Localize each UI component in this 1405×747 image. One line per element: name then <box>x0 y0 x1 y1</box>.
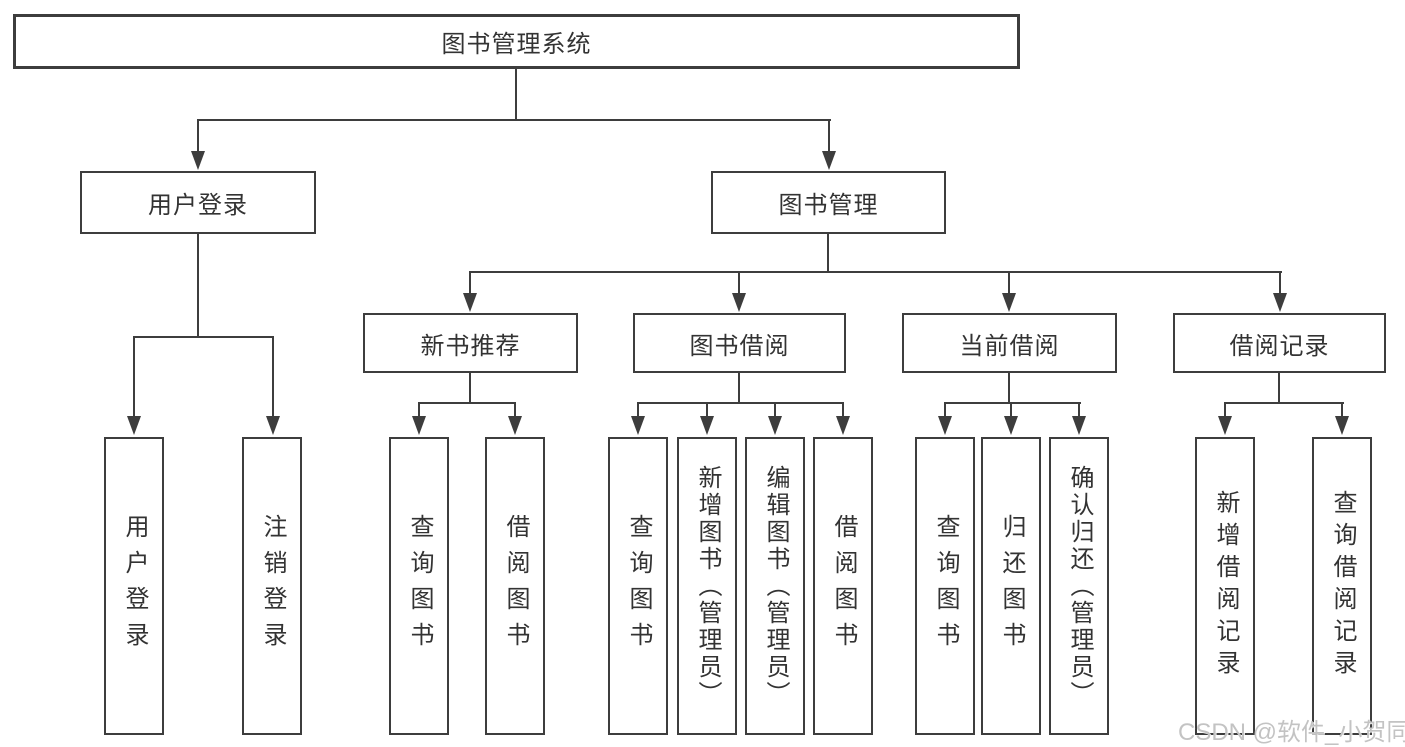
node-label: 编辑图书（管理员） <box>762 464 789 708</box>
connector-line <box>738 373 740 404</box>
arrow-down-icon <box>1273 293 1287 312</box>
node-label: 图书借阅 <box>689 332 790 360</box>
connector-line <box>469 271 1282 273</box>
connector-line <box>706 402 708 418</box>
node-label: 图书管理 <box>778 192 879 219</box>
connector-line <box>514 402 516 418</box>
connector-line <box>418 402 420 418</box>
connector-line <box>133 336 135 418</box>
node-label: 用户登录 <box>121 514 148 658</box>
arrow-down-icon <box>412 416 426 435</box>
node-label: 当前借阅 <box>959 332 1060 360</box>
node-label: 查询图书 <box>406 514 433 658</box>
arrow-down-icon <box>1218 416 1232 435</box>
connector-line <box>1341 402 1343 418</box>
arrow-down-icon <box>631 416 645 435</box>
connector-line <box>944 402 946 418</box>
connector-line <box>418 402 516 404</box>
node-leaf-query-books-current: 查询图书 <box>915 437 975 735</box>
node-leaf-add-book-admin: 新增图书（管理员） <box>677 437 737 735</box>
arrow-down-icon <box>508 416 522 435</box>
node-leaf-logout: 注销登录 <box>242 437 302 735</box>
node-leaf-query-books-recommend: 查询图书 <box>389 437 449 735</box>
connector-line <box>827 234 829 273</box>
csdn-watermark: CSDN @软件_小贺同学 <box>1178 719 1405 746</box>
node-label: 借阅图书 <box>502 514 529 658</box>
node-new-book-recommend: 新书推荐 <box>363 313 578 373</box>
node-leaf-user-login: 用户登录 <box>104 437 164 735</box>
node-label: 用户登录 <box>148 192 248 219</box>
connector-line <box>272 336 274 418</box>
node-leaf-borrow-books-borrowing: 借阅图书 <box>813 437 873 735</box>
arrow-down-icon <box>463 293 477 312</box>
connector-line <box>1008 373 1010 404</box>
arrow-down-icon <box>732 293 746 312</box>
node-label: 查询图书 <box>625 514 652 658</box>
node-root-label: 图书管理系统 <box>441 31 592 58</box>
node-current-borrowing: 当前借阅 <box>902 313 1117 373</box>
connector-line <box>738 271 740 295</box>
node-book-borrowing: 图书借阅 <box>633 313 846 373</box>
arrow-down-icon <box>266 416 280 435</box>
connector-line <box>469 271 471 295</box>
node-leaf-query-books-borrowing: 查询图书 <box>608 437 668 735</box>
connector-line <box>197 234 199 338</box>
node-label: 新书推荐 <box>420 332 521 360</box>
node-leaf-query-borrow-record: 查询借阅记录 <box>1312 437 1372 735</box>
node-label: 查询借阅记录 <box>1329 490 1356 682</box>
connector-line <box>197 119 199 153</box>
node-borrow-records: 借阅记录 <box>1173 313 1386 373</box>
node-label: 归还图书 <box>998 514 1025 658</box>
connector-line <box>944 402 1081 404</box>
node-leaf-edit-book-admin: 编辑图书（管理员） <box>745 437 805 735</box>
connector-line <box>1224 402 1344 404</box>
connector-line <box>828 119 830 153</box>
connector-line <box>1010 402 1012 418</box>
arrow-down-icon <box>836 416 850 435</box>
arrow-down-icon <box>1004 416 1018 435</box>
node-leaf-confirm-return-admin: 确认归还（管理员） <box>1049 437 1109 735</box>
node-label: 新增借阅记录 <box>1212 490 1239 682</box>
connector-line <box>637 402 844 404</box>
connector-line <box>133 336 274 338</box>
node-label: 借阅记录 <box>1229 332 1330 360</box>
arrow-down-icon <box>822 151 836 170</box>
connector-line <box>637 402 639 418</box>
arrow-down-icon <box>191 151 205 170</box>
node-label: 借阅图书 <box>830 514 857 658</box>
arrow-down-icon <box>1072 416 1086 435</box>
connector-line <box>515 69 517 121</box>
arrow-down-icon <box>127 416 141 435</box>
connector-line <box>197 119 831 121</box>
node-label: 新增图书（管理员） <box>694 464 721 708</box>
arrow-down-icon <box>700 416 714 435</box>
node-root: 图书管理系统 <box>13 14 1020 69</box>
arrow-down-icon <box>1002 293 1016 312</box>
node-label: 确认归还（管理员） <box>1066 464 1093 708</box>
arrow-down-icon <box>768 416 782 435</box>
node-book-management: 图书管理 <box>711 171 946 234</box>
connector-line <box>1078 402 1080 418</box>
node-leaf-add-borrow-record: 新增借阅记录 <box>1195 437 1255 735</box>
connector-line <box>1278 373 1280 404</box>
node-leaf-borrow-books-recommend: 借阅图书 <box>485 437 545 735</box>
connector-line <box>1224 402 1226 418</box>
arrow-down-icon <box>1335 416 1349 435</box>
connector-line <box>774 402 776 418</box>
connector-line <box>1279 271 1281 295</box>
connector-line <box>469 373 471 404</box>
node-label: 查询图书 <box>932 514 959 658</box>
connector-line <box>842 402 844 418</box>
node-label: 注销登录 <box>259 514 286 658</box>
node-leaf-return-books: 归还图书 <box>981 437 1041 735</box>
node-user-login-group: 用户登录 <box>80 171 316 234</box>
connector-line <box>1008 271 1010 295</box>
arrow-down-icon <box>938 416 952 435</box>
